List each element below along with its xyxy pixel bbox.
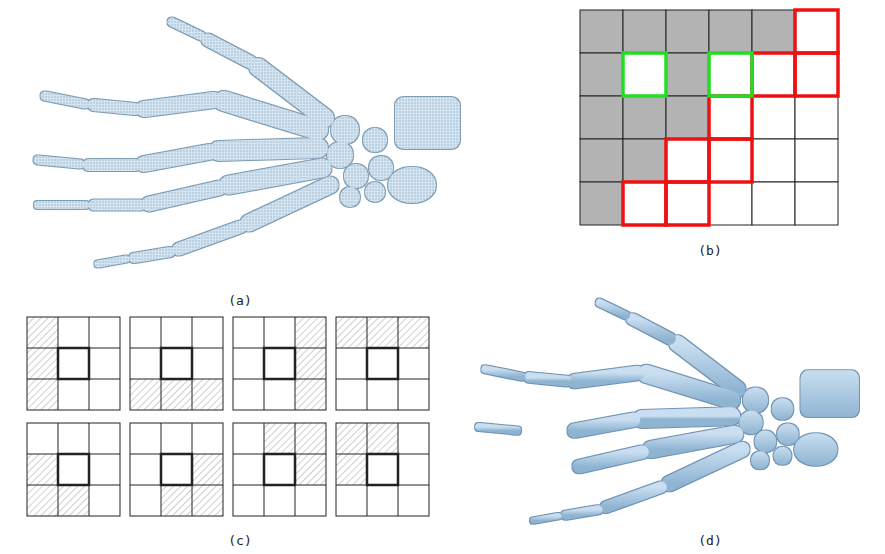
point-cloud-hand xyxy=(38,22,460,264)
surface-hand xyxy=(479,303,859,521)
panel-label: (d) xyxy=(698,533,721,548)
panel-label: (a) xyxy=(228,293,251,308)
pixel-grid xyxy=(580,10,838,225)
panel-label: (b) xyxy=(698,243,721,258)
neighbourhood-masks xyxy=(27,317,429,516)
panel-label: (c) xyxy=(228,533,251,548)
